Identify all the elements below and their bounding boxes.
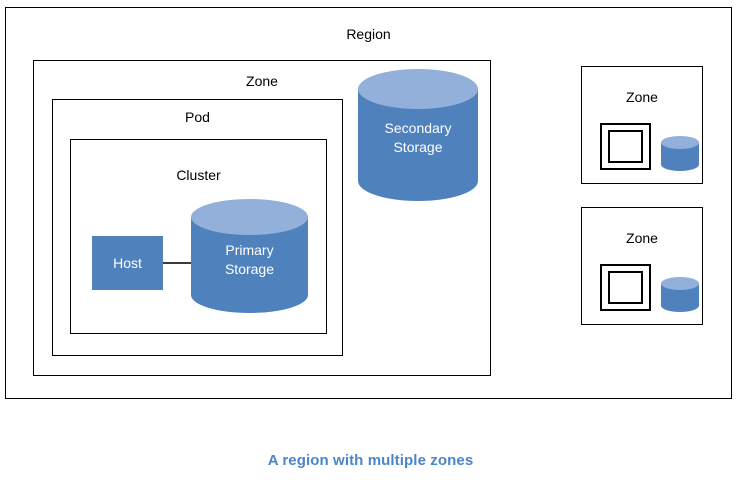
pod-label: Pod xyxy=(185,109,210,125)
storage-cylinder-icon-2[interactable] xyxy=(661,277,699,312)
cluster-container[interactable]: Cluster xyxy=(70,139,327,334)
cylinder-top-ellipse xyxy=(661,277,699,290)
region-container[interactable]: Region xyxy=(5,7,732,399)
primary-storage-label: Primary Storage xyxy=(191,241,308,279)
secondary-storage-label-line-1: Secondary xyxy=(384,120,452,136)
zone-secondary-label-1: Zone xyxy=(626,89,658,105)
pod-container[interactable]: Pod xyxy=(52,99,343,356)
host-label: Host xyxy=(113,255,142,271)
primary-storage-label-line-1: Primary xyxy=(225,242,274,258)
primary-storage-label-line-2: Storage xyxy=(224,261,275,277)
cluster-icon-1[interactable] xyxy=(608,130,643,163)
zone-secondary-container-1[interactable]: Zone xyxy=(581,66,703,184)
cylinder-top-ellipse xyxy=(661,136,699,149)
cluster-icon-2[interactable] xyxy=(608,271,643,304)
secondary-storage-label: Secondary Storage xyxy=(358,119,478,157)
diagram-caption: A region with multiple zones xyxy=(267,452,474,469)
cluster-label: Cluster xyxy=(176,167,221,183)
zone-primary-label: Zone xyxy=(246,73,278,89)
secondary-storage-cylinder-icon[interactable]: Secondary Storage xyxy=(358,69,478,201)
storage-cylinder-icon-1[interactable] xyxy=(661,136,699,171)
host-node[interactable]: Host xyxy=(92,236,163,290)
primary-storage-cylinder-icon[interactable]: Primary Storage xyxy=(191,199,308,313)
zone-primary-container[interactable]: Zone xyxy=(33,60,491,376)
pod-icon-2[interactable] xyxy=(600,264,651,311)
cylinder-top-ellipse xyxy=(358,69,478,109)
pod-icon-1[interactable] xyxy=(600,123,651,170)
secondary-storage-label-line-2: Storage xyxy=(393,139,443,155)
cylinder-top-ellipse xyxy=(191,199,308,235)
host-to-primary-storage-connector xyxy=(163,262,199,264)
region-label: Region xyxy=(346,26,391,42)
zone-secondary-container-2[interactable]: Zone xyxy=(581,207,703,325)
zone-secondary-label-2: Zone xyxy=(626,230,658,246)
